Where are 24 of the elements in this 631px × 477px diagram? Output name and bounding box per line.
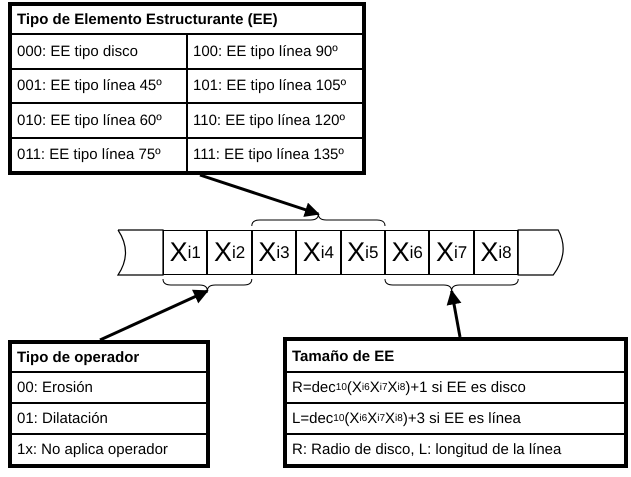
- arrow: [200, 174, 320, 217]
- info-table: [8, 2, 366, 175]
- brace: [162, 278, 252, 292]
- table-heading: Tamaño de EE: [286, 340, 625, 372]
- brace: [251, 214, 386, 226]
- table-cell: 111: EE tipo línea 135º: [187, 138, 363, 172]
- info-table: [8, 340, 210, 468]
- table-cell: 011: EE tipo línea 75º: [11, 138, 187, 172]
- arrow: [99, 290, 209, 342]
- brace: [384, 278, 519, 292]
- table-cell: R: Radio de disco, L: longitud de la línea: [286, 434, 625, 465]
- table-cell: 01: Dilatación: [11, 403, 207, 434]
- table-cell: 1x: No aplica operador: [11, 434, 207, 465]
- table-heading: Tipo de operador: [11, 343, 207, 372]
- table-cell: 000: EE tipo disco: [11, 34, 187, 68]
- table-cell: 100: EE tipo línea 90º: [187, 34, 363, 68]
- table-cell: 101: EE tipo línea 105º: [187, 68, 363, 103]
- table-heading: Tipo de Elemento Estructurante (EE): [11, 5, 363, 34]
- table-cell: 00: Erosión: [11, 372, 207, 403]
- table-cell: 010: EE tipo línea 60º: [11, 103, 187, 138]
- table-cell: 001: EE tipo línea 45º: [11, 68, 187, 103]
- arrow: [446, 290, 462, 338]
- info-table: [283, 337, 628, 468]
- table-cell: 110: EE tipo línea 120º: [187, 103, 363, 138]
